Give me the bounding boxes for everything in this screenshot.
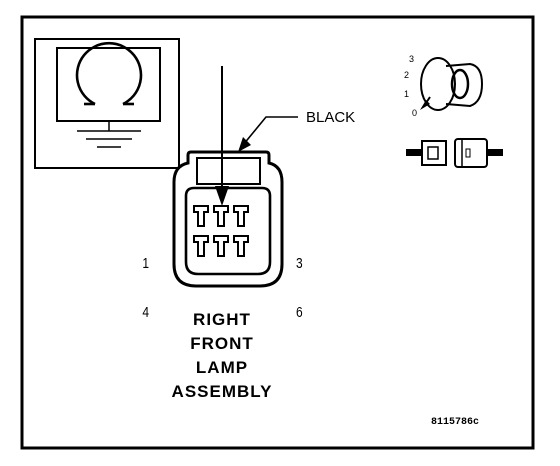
pin-label-6: 6: [296, 304, 303, 321]
figure-id: 8115786c: [431, 417, 479, 428]
assembly-title-line-4: ASSEMBLY: [172, 382, 273, 401]
ignition-position-3: 3: [409, 54, 414, 64]
connector-face: [172, 150, 284, 288]
diagram-frame: [20, 15, 535, 450]
assembly-title-line-2: FRONT: [190, 334, 254, 353]
wire-color-label: BLACK: [306, 109, 355, 126]
ignition-position-2: 2: [404, 70, 409, 80]
pin-label-4: 4: [142, 304, 149, 321]
ohmmeter-ground-icon: [34, 38, 180, 169]
wire-color-leader: [238, 116, 298, 152]
assembly-title-line-3: LAMP: [196, 358, 248, 377]
pin-label-3: 3: [296, 255, 303, 272]
test-probe-arrow: [215, 66, 229, 206]
pin-label-1: 1: [142, 255, 149, 272]
ignition-position-0: 0: [412, 108, 417, 118]
assembly-title-line-1: RIGHT: [193, 310, 251, 329]
ignition-key-icon: [420, 57, 484, 111]
disconnected-connector-icon: [406, 138, 503, 168]
ignition-position-1: 1: [404, 89, 409, 99]
